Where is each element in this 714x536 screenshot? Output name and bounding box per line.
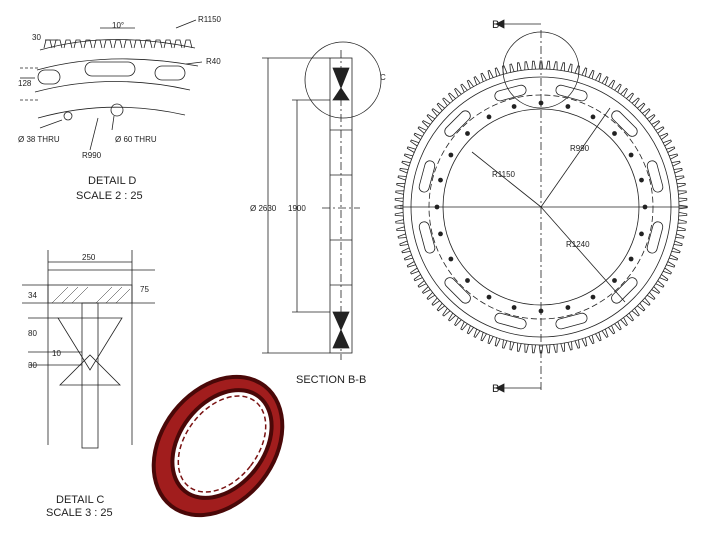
detail-c bbox=[22, 250, 155, 449]
bolt-hole bbox=[612, 278, 617, 283]
bolt-hole bbox=[612, 131, 617, 136]
section-label-bottom: B bbox=[492, 383, 499, 395]
bolt-hole bbox=[628, 152, 634, 158]
dim-hole-large: Ø 60 THRU bbox=[115, 135, 157, 144]
slot bbox=[646, 160, 664, 193]
slot bbox=[444, 277, 471, 304]
bolt-hole bbox=[486, 114, 492, 120]
bolt-hole bbox=[438, 231, 443, 237]
bolt-hole bbox=[465, 131, 470, 136]
dim-hole-small: Ø 38 THRU bbox=[18, 135, 60, 144]
dim-web-b: 10 bbox=[52, 349, 61, 358]
front-view bbox=[394, 19, 688, 393]
dim-web-c: 30 bbox=[28, 361, 37, 370]
dim-r-outer: R1150 bbox=[198, 15, 222, 24]
detail-callout: C bbox=[380, 73, 386, 82]
dim-web-a: 80 bbox=[28, 329, 37, 338]
bolt-hole bbox=[639, 231, 644, 237]
bolt-hole bbox=[448, 152, 454, 158]
dim-r-tip: R40 bbox=[206, 57, 221, 66]
dim-r1240: R1240 bbox=[566, 240, 590, 249]
detail-c-labels: 250 34 75 80 10 30 DETAIL C SCALE 3 : 25 bbox=[28, 253, 149, 519]
slot bbox=[444, 110, 471, 137]
section-bb-caption: SECTION B-B bbox=[296, 374, 366, 386]
bolt-hole bbox=[465, 278, 470, 283]
slot bbox=[555, 84, 588, 102]
front-view-slots bbox=[418, 84, 664, 330]
detail-d bbox=[20, 19, 203, 151]
bolt-hole bbox=[486, 294, 492, 300]
dim-flange-top: 34 bbox=[28, 291, 37, 300]
slot bbox=[494, 312, 527, 330]
bolt-hole bbox=[565, 305, 571, 310]
section-bb-labels: Ø 2630 1900 C SECTION B-B bbox=[250, 73, 386, 386]
slot bbox=[646, 221, 664, 254]
bolt-hole bbox=[511, 104, 517, 109]
dim-flange-right: 75 bbox=[140, 285, 149, 294]
bolt-hole bbox=[511, 305, 517, 310]
bolt-hole bbox=[565, 104, 571, 109]
detail-d-caption: DETAIL D bbox=[88, 175, 136, 187]
section-label-top: B bbox=[492, 19, 499, 31]
slot bbox=[611, 277, 638, 304]
detail-c-scale: SCALE 3 : 25 bbox=[46, 507, 113, 519]
slot bbox=[494, 84, 527, 102]
dim-r1150: R1150 bbox=[492, 170, 516, 179]
dim-angle: 10° bbox=[112, 21, 124, 30]
detail-c-caption: DETAIL C bbox=[56, 494, 104, 506]
front-view-labels: B B R1150 R990 R1240 bbox=[492, 19, 590, 395]
detail-d-labels: 30 10° R1150 R40 128 Ø 38 THRU Ø 60 THRU… bbox=[18, 15, 222, 202]
slot bbox=[555, 312, 588, 330]
dim-r990: R990 bbox=[570, 144, 590, 153]
bolt-hole bbox=[628, 256, 634, 262]
slot bbox=[611, 110, 638, 137]
slot bbox=[418, 160, 436, 193]
bolt-hole bbox=[448, 256, 454, 262]
iso-view bbox=[151, 374, 285, 518]
bolt-hole bbox=[438, 177, 443, 183]
slot bbox=[418, 221, 436, 254]
detail-d-scale: SCALE 2 : 25 bbox=[76, 190, 143, 202]
bolt-hole bbox=[639, 177, 644, 183]
bolt-hole bbox=[590, 114, 596, 120]
section-bb bbox=[262, 41, 382, 360]
dim-width: 250 bbox=[82, 253, 96, 262]
dim-outer-dia: Ø 2630 bbox=[250, 204, 277, 213]
dim-pitch: 30 bbox=[32, 33, 41, 42]
dim-height: 128 bbox=[18, 79, 32, 88]
bolt-hole bbox=[590, 294, 596, 300]
dim-r-bolt: R990 bbox=[82, 151, 102, 160]
front-view-bolt-holes bbox=[434, 100, 648, 314]
dim-inner: 1900 bbox=[288, 204, 306, 213]
